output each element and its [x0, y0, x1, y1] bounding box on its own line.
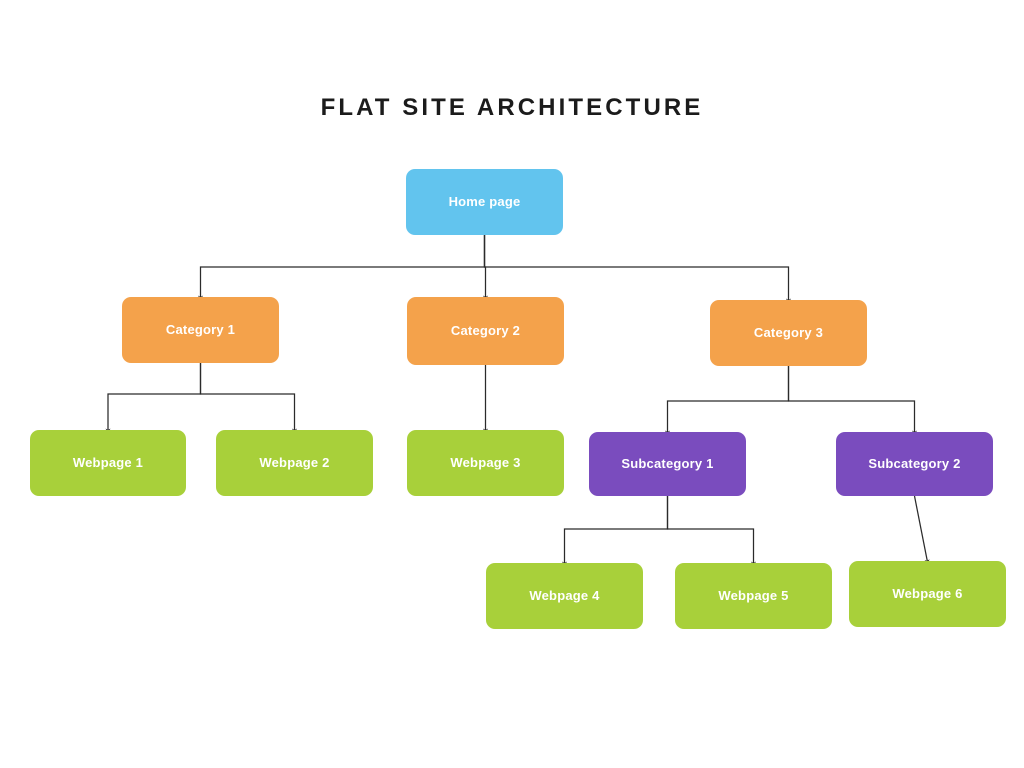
edge-home-to-cat3 [483, 235, 791, 304]
node-cat2[interactable]: Category 2 [407, 297, 564, 365]
node-label: Webpage 1 [72, 454, 144, 470]
node-web3[interactable]: Webpage 3 [407, 430, 564, 496]
node-label: Webpage 3 [450, 454, 521, 470]
node-home[interactable]: Home page [406, 169, 563, 235]
edge-home-to-cat2 [482, 235, 488, 301]
node-label: Home page [448, 193, 521, 209]
node-web2[interactable]: Webpage 2 [216, 430, 373, 496]
edge-cat3-to-sub2 [787, 366, 917, 436]
node-web4[interactable]: Webpage 4 [486, 563, 643, 629]
edge-sub1-to-web4 [561, 496, 669, 567]
page-title: FLAT SITE ARCHITECTURE [320, 94, 704, 121]
node-label: Subcategory 2 [868, 455, 961, 471]
edge-home-to-cat1 [197, 235, 486, 301]
node-label: Category 2 [450, 322, 521, 338]
node-cat3[interactable]: Category 3 [710, 300, 867, 366]
node-label: Category 1 [165, 321, 236, 337]
node-cat1[interactable]: Category 1 [122, 297, 279, 363]
node-label: Webpage 5 [718, 587, 789, 603]
node-web6[interactable]: Webpage 6 [849, 561, 1006, 627]
node-web5[interactable]: Webpage 5 [675, 563, 832, 629]
node-label: Webpage 6 [892, 585, 963, 601]
edge-cat3-to-sub1 [664, 366, 790, 436]
node-label: Subcategory 1 [621, 455, 714, 471]
node-web1[interactable]: Webpage 1 [30, 430, 186, 496]
node-label: Webpage 4 [529, 587, 600, 603]
node-label: Webpage 2 [259, 454, 330, 470]
node-sub2[interactable]: Subcategory 2 [836, 432, 993, 496]
edge-cat1-to-web1 [105, 363, 202, 434]
edge-sub1-to-web5 [666, 496, 756, 567]
node-sub1[interactable]: Subcategory 1 [589, 432, 746, 496]
edge-cat1-to-web2 [199, 363, 297, 434]
edge-sub2-to-web6 [913, 495, 930, 565]
node-label: Category 3 [753, 324, 824, 340]
